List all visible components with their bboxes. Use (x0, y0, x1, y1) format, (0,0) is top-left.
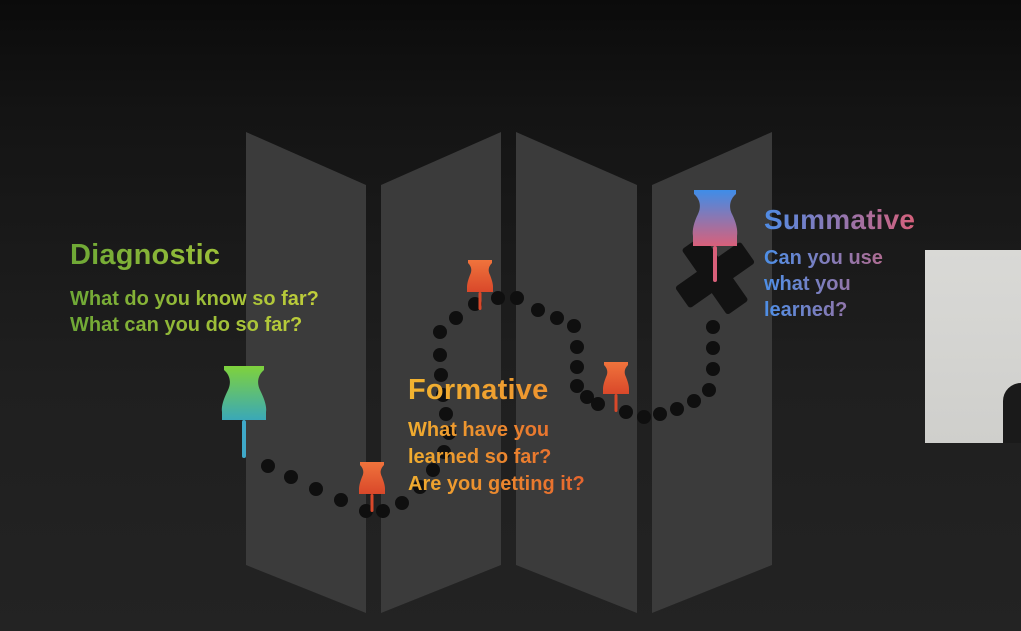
path-dot (706, 362, 720, 376)
path-dot (637, 410, 651, 424)
diagnostic-question-1: What do you know so far? (70, 288, 319, 310)
path-dot (491, 291, 505, 305)
summative-title: Summative (764, 204, 916, 235)
path-dot (570, 379, 584, 393)
webcam-video-inset (925, 250, 1021, 443)
path-dot (434, 368, 448, 382)
presenter-silhouette (1003, 383, 1021, 443)
path-dot (570, 340, 584, 354)
diagnostic-question-2: What can you do so far? (70, 312, 319, 338)
path-dot (439, 407, 453, 421)
map-panel-1 (246, 132, 366, 613)
diagnostic-label-group: Diagnostic What do you know so far? What… (70, 238, 319, 338)
path-dot (619, 405, 633, 419)
path-dot (580, 390, 594, 404)
formative-questions: What have you learned so far? Are you ge… (408, 417, 585, 498)
path-dot (531, 303, 545, 317)
path-dot (436, 388, 450, 402)
pushpin-icon (692, 190, 738, 246)
formative-title: Formative (408, 373, 585, 407)
pushpin-icon (359, 462, 385, 494)
pushpin-summative (692, 190, 738, 282)
path-dot (334, 493, 348, 507)
path-dot (550, 311, 564, 325)
path-dot (433, 348, 447, 362)
pushpin-formative-2 (467, 260, 493, 310)
path-dot (309, 482, 323, 496)
path-dot (510, 291, 524, 305)
summative-question-2: what you (764, 271, 915, 297)
pushpin-icon (221, 366, 267, 420)
diagnostic-questions: What do you know so far? What can you do… (70, 286, 319, 338)
diagnostic-title: Diagnostic (70, 238, 319, 272)
path-dot (706, 341, 720, 355)
path-dot (687, 394, 701, 408)
path-dot (433, 325, 447, 339)
path-dot (376, 504, 390, 518)
path-dot (442, 426, 456, 440)
path-dot (653, 407, 667, 421)
pushpin-icon (603, 362, 629, 394)
summative-question-3: learned? (764, 297, 915, 323)
path-dot (702, 383, 716, 397)
path-dot (284, 470, 298, 484)
path-dot (670, 402, 684, 416)
path-dot (570, 360, 584, 374)
path-dot (261, 459, 275, 473)
formative-label-group: Formative What have you learned so far? … (408, 373, 585, 498)
path-dot (413, 480, 427, 494)
path-dot (591, 397, 605, 411)
pushpin-formative-3 (603, 362, 629, 412)
path-dot (437, 445, 451, 459)
path-dot (706, 320, 720, 334)
summative-question-1: Can you use (764, 245, 915, 271)
path-dot (426, 463, 440, 477)
pushpin-formative-1 (359, 462, 385, 512)
formative-question-1: What have you (408, 417, 585, 444)
summative-questions: Can you use what you learned? (764, 245, 915, 323)
pushpin-diagnostic (221, 366, 267, 458)
formative-question-2: learned so far? (408, 444, 585, 471)
formative-question-3: Are you getting it? (408, 471, 585, 498)
path-dot (567, 319, 581, 333)
pushpin-icon (467, 260, 493, 292)
path-dot (449, 311, 463, 325)
summative-label-group: Summative Can you use what you learned? (764, 203, 915, 323)
path-dot (359, 504, 373, 518)
path-dot (395, 496, 409, 510)
